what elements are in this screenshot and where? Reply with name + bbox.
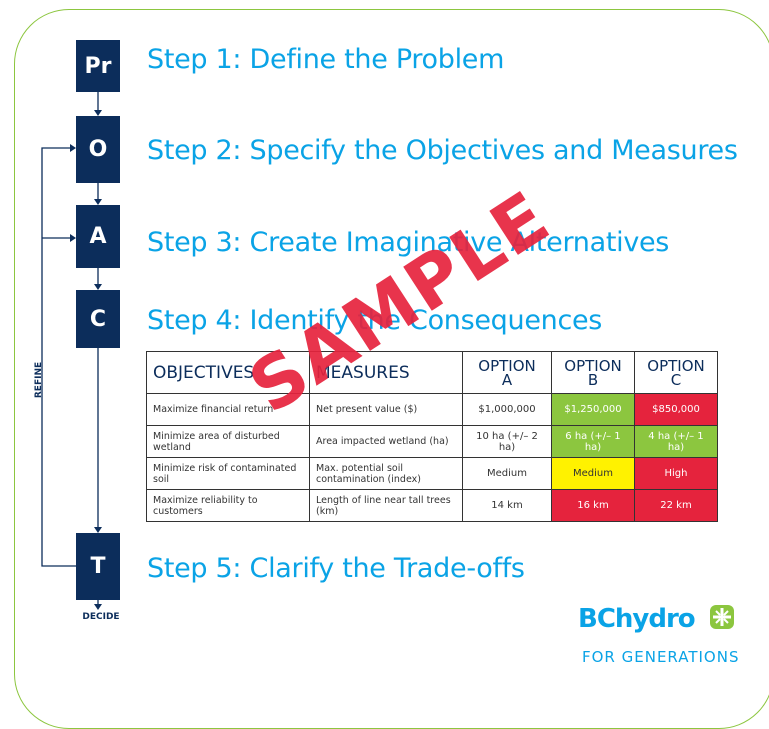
decide-label: DECIDE	[82, 612, 120, 622]
header-measures: MEASURES	[309, 351, 463, 394]
option-a-cell: $1,000,000	[462, 393, 552, 426]
bchydro-logo: BChydro	[578, 604, 735, 634]
option-a-cell: Medium	[462, 457, 552, 490]
arrowhead-loop-o	[70, 144, 76, 152]
table-row: Minimize risk of contaminated soil Max. …	[146, 457, 718, 490]
refine-label: REFINE	[34, 361, 44, 399]
step-1-title: Step 1: Define the Problem	[147, 44, 505, 75]
objective-cell: Minimize area of disturbed wetland	[146, 425, 310, 458]
header-option-a-line2: A	[501, 370, 513, 389]
step-box-o: O	[76, 116, 120, 183]
step-box-a: A	[76, 205, 120, 268]
option-c-cell: $850,000	[634, 393, 718, 426]
step-box-pr: Pr	[76, 40, 120, 92]
table-header-row: OBJECTIVES MEASURES OPTION A OPTION B OP…	[146, 351, 718, 394]
arrowhead-o	[94, 110, 102, 116]
bchydro-emblem-icon	[709, 605, 734, 629]
option-c-cell: 4 ha (+/– 1 ha)	[634, 425, 718, 458]
option-c-cell: 22 km	[634, 489, 718, 522]
header-option-b-line2: B	[587, 370, 599, 389]
option-b-cell: $1,250,000	[551, 393, 635, 426]
header-option-b-line1: OPTION	[564, 356, 622, 375]
measure-cell: Max. potential soil contamination (index…	[309, 457, 463, 490]
option-b-cell: Medium	[551, 457, 635, 490]
logo-tagline: FOR GENERATIONS	[582, 648, 740, 666]
step-3-title: Step 3: Create Imaginative Alternatives	[147, 227, 670, 258]
step-2-title: Step 2: Specify the Objectives and Measu…	[147, 135, 738, 166]
step-4-title: Step 4: Identify the Consequences	[147, 305, 603, 336]
table-row: Maximize financial return Net present va…	[146, 393, 718, 426]
option-b-cell: 16 km	[551, 489, 635, 522]
header-option-c-line1: OPTION	[647, 356, 705, 375]
arrowhead-decide	[94, 604, 102, 610]
step-box-c: C	[76, 290, 120, 348]
objective-cell: Minimize risk of contaminated soil	[146, 457, 310, 490]
header-option-b: OPTION B	[551, 351, 635, 394]
measure-cell: Length of line near tall trees (km)	[309, 489, 463, 522]
header-option-a: OPTION A	[462, 351, 552, 394]
measure-cell: Area impacted wetland (ha)	[309, 425, 463, 458]
table-row: Minimize area of disturbed wetland Area …	[146, 425, 718, 458]
consequence-table: OBJECTIVES MEASURES OPTION A OPTION B OP…	[146, 351, 718, 522]
arrowhead-c	[94, 284, 102, 290]
arrowhead-t	[94, 527, 102, 533]
step-box-t: T	[76, 533, 120, 600]
arrowhead-a	[94, 199, 102, 205]
option-c-cell: High	[634, 457, 718, 490]
refine-loop-o	[41, 147, 76, 567]
header-option-c: OPTION C	[634, 351, 718, 394]
header-option-c-line2: C	[670, 370, 682, 389]
table-row: Maximize reliability to customers Length…	[146, 489, 718, 522]
option-a-cell: 10 ha (+/– 2 ha)	[462, 425, 552, 458]
measure-cell: Net present value ($)	[309, 393, 463, 426]
objective-cell: Maximize reliability to customers	[146, 489, 310, 522]
header-option-a-line1: OPTION	[478, 356, 536, 375]
option-a-cell: 14 km	[462, 489, 552, 522]
step-5-title: Step 5: Clarify the Trade-offs	[147, 553, 525, 584]
logo-brand-text: BChydro	[578, 604, 696, 634]
flow-connectors	[41, 92, 102, 610]
arrowhead-loop-a	[70, 234, 76, 242]
option-b-cell: 6 ha (+/– 1 ha)	[551, 425, 635, 458]
